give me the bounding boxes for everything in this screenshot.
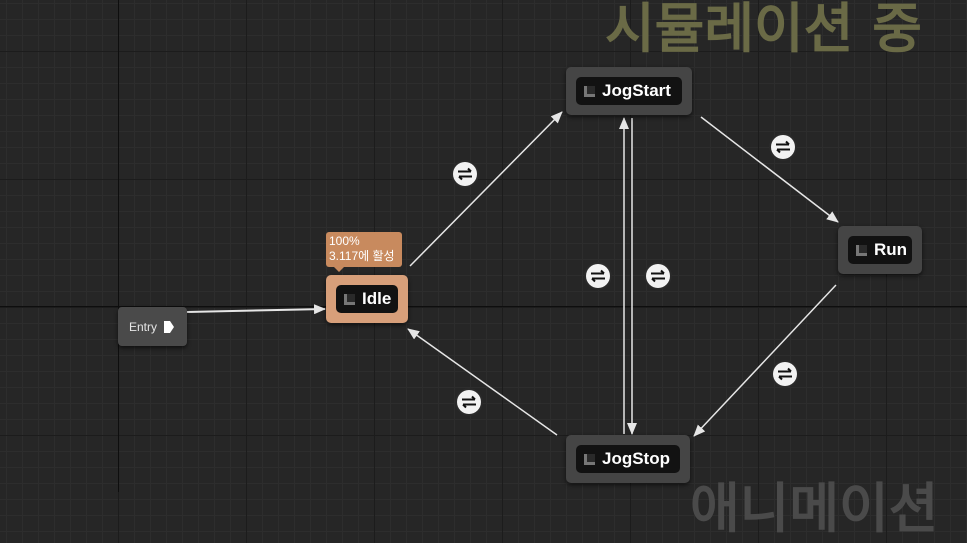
tooltip-weight: 100% xyxy=(329,234,360,248)
state-icon xyxy=(584,453,595,465)
transition-rule-icon[interactable] xyxy=(586,264,610,288)
transition-rule-icon[interactable] xyxy=(773,362,797,386)
entry-node[interactable]: Entry xyxy=(118,307,187,346)
state-weight-tooltip: 100% 3.117에 활성 xyxy=(326,232,402,272)
transition-wires xyxy=(186,111,839,437)
wire-entry-to-idle xyxy=(186,304,326,315)
entry-label: Entry xyxy=(129,319,158,334)
state-label-run: Run xyxy=(874,240,908,259)
wire-run-to-jogstop xyxy=(693,284,837,437)
state-label-jogstart: JogStart xyxy=(602,81,671,100)
transition-rule-icon[interactable] xyxy=(771,135,795,159)
state-node-body: Run xyxy=(848,236,912,264)
state-node-run[interactable]: Run xyxy=(838,226,922,274)
wire-jogstop-to-idle xyxy=(407,328,558,436)
state-node-jogstart[interactable]: JogStart xyxy=(566,67,692,115)
state-node-body: JogStop xyxy=(576,445,680,473)
graph-axis-horizontal xyxy=(0,306,967,307)
graph-axis-vertical xyxy=(118,0,119,492)
transition-rule-icon[interactable] xyxy=(646,264,670,288)
state-node-jogstop[interactable]: JogStop xyxy=(566,435,690,483)
state-node-idle[interactable]: Idle xyxy=(326,275,408,323)
transition-rule-icon[interactable] xyxy=(453,162,477,186)
wire-jogstart-to-run xyxy=(700,116,839,223)
state-label-idle: Idle xyxy=(362,289,392,308)
state-node-body: JogStart xyxy=(576,77,682,105)
state-node-body: Idle xyxy=(336,285,398,313)
state-icon xyxy=(344,293,355,305)
tooltip-active-time: 3.117에 활성 xyxy=(329,249,395,263)
wire-idle-to-jogstart xyxy=(409,111,563,267)
state-icon xyxy=(856,244,867,256)
exec-pin-icon[interactable] xyxy=(163,320,175,334)
state-label-jogstop: JogStop xyxy=(602,449,670,468)
state-icon xyxy=(584,85,595,97)
transition-rule-icon[interactable] xyxy=(457,390,481,414)
